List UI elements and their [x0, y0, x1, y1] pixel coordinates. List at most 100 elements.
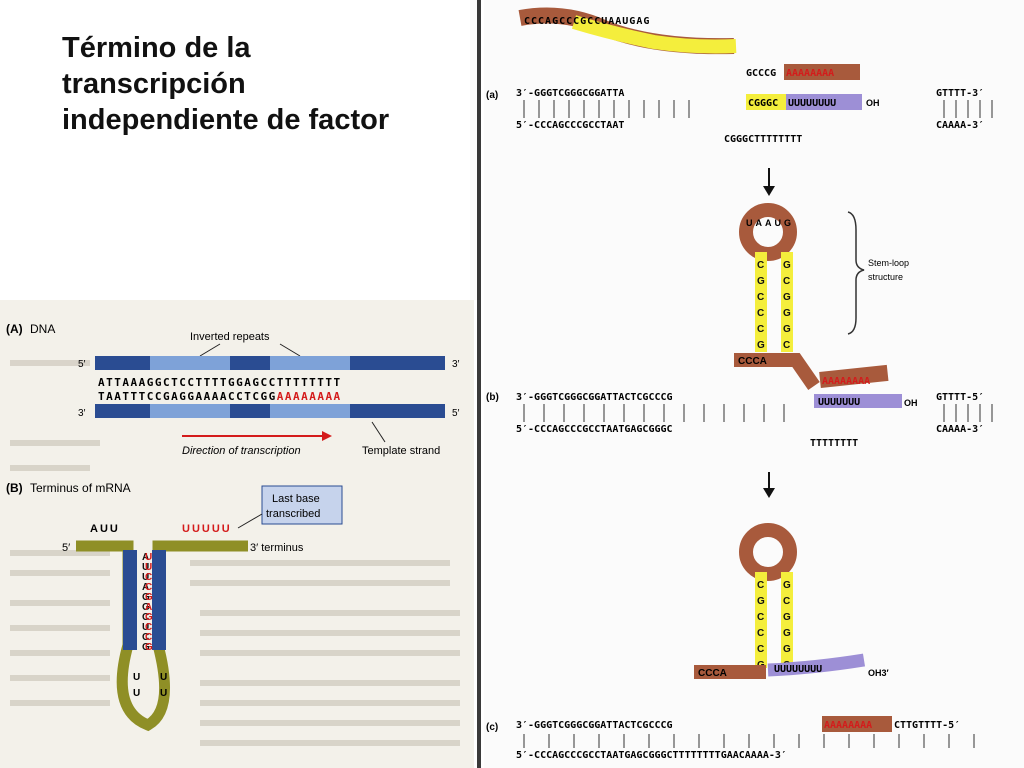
c-stem-right-base: G: [783, 580, 791, 591]
c-stem-right-base: G: [783, 612, 791, 623]
b-stem-right-bases: GCGGGC: [783, 260, 791, 351]
stem-left-base: G: [142, 592, 150, 603]
c-stem-left-base: C: [757, 580, 764, 591]
b-tail-ribbon: [734, 353, 820, 390]
c-top-right: CTTGTTTT-5′: [894, 720, 960, 731]
c-bottom: 5′-CCCAGCCCGCCTAATGAGCGGGCTTTTTTTTGAACAA…: [516, 750, 787, 761]
stem-left-base: A: [142, 582, 149, 593]
a-oh: OH: [866, 98, 880, 108]
stem-right-base: U: [145, 552, 152, 563]
a-hybrid-purple: UUUUUUUU: [788, 98, 836, 109]
a-hybrid-purple-block: [786, 94, 862, 110]
a-top-red: AAAAAAAA: [786, 68, 834, 79]
a-bottom-left: 5′-CCCAGCCCGCCTAAT: [516, 120, 624, 131]
a-hybrid-yellow: CGGGC: [748, 98, 778, 109]
rna-strand-a: CCCAGCCCGCCUAAUGAG: [524, 16, 650, 27]
c-stem-right-base: G: [783, 644, 791, 655]
b-stem-right-base: G: [783, 260, 791, 271]
c-base-pairs: [523, 734, 975, 748]
b-stem-right-band: [781, 252, 793, 352]
arrow-1-head: [763, 186, 775, 196]
b-bottom-mid: TTTTTTTT: [810, 438, 858, 449]
b-stem-left-base: C: [757, 308, 764, 319]
stem-left-backbone: [123, 550, 137, 650]
dna-3-top: 3′: [452, 359, 460, 370]
b-loop: [739, 203, 797, 261]
mrna-5-label: 5′: [62, 542, 70, 554]
mrna-3-label: 3′ terminus: [250, 542, 304, 554]
b-oh: OH: [904, 398, 918, 408]
template-label: Template strand: [362, 445, 440, 457]
stem-left-base: U: [142, 572, 149, 583]
stem-left-base: U: [142, 622, 149, 633]
repeat-block-1: [150, 356, 230, 370]
c-stem-right-base: G: [783, 628, 791, 639]
callout-line2: transcribed: [266, 508, 320, 520]
c-top-red: AAAAAAAA: [824, 720, 872, 731]
background-text: [10, 360, 460, 746]
repeat-block-4: [270, 404, 350, 418]
stem-loop-brace: [847, 211, 865, 335]
c-top-left: 3′-GGGTCGGGCGGATTACTCGCCCG: [516, 720, 673, 731]
b-stem-right-base: G: [783, 308, 791, 319]
dna-5-bottom: 5′: [452, 408, 460, 419]
a-top-mid: GCCCG: [746, 68, 776, 79]
rna-ribbon-yellow: [571, 15, 737, 54]
stem-loop-label2: structure: [868, 272, 903, 282]
stem-right-backbone: [152, 550, 166, 650]
right-textbook-figure: CCCAGCCCGCCUAAUGAG (a) 3′-GGGTCGGGCGGATT…: [484, 0, 1024, 768]
c-purple: UUUUUUUU: [774, 664, 822, 675]
c-oh: OH3′: [868, 668, 889, 678]
c-purple-ribbon: [767, 653, 866, 677]
panel-b-title: Terminus of mRNA: [30, 481, 131, 495]
loop-right-2: U: [160, 688, 167, 699]
b-bottom-left: 5′-CCCAGCCCGCCTAATGAGCGGGC: [516, 424, 673, 435]
dna-5-top: 5′: [78, 359, 86, 370]
b-stem-right-base: G: [783, 292, 791, 303]
repeat-block-2: [270, 356, 350, 370]
stem-left-base: C: [142, 632, 149, 643]
b-stem-left-band: [755, 252, 767, 352]
callout-pointer: [237, 513, 263, 529]
arrow-2-head: [763, 488, 775, 498]
b-tail: CCCA: [738, 356, 767, 367]
dna-top-strand: ATTAAAGGCTCCTTTTGGAGCCTTTTTTTT: [98, 376, 342, 389]
inverted-repeat-pointer-left: [199, 343, 221, 357]
c-tail: CCCA: [698, 668, 727, 679]
stem-right-base: C: [145, 632, 152, 643]
b-stem-right-base: G: [783, 324, 791, 335]
stem-left-base: A: [142, 552, 149, 563]
b-stem-left-bases: CGCCCG: [757, 260, 765, 351]
stem-right-base: G: [145, 592, 153, 603]
stem-right-base: C: [145, 582, 152, 593]
c-stem-left-base: C: [757, 628, 764, 639]
inverted-repeat-pointer-right: [279, 343, 301, 357]
c-top-red-block: [822, 716, 892, 732]
b-top-left: 3′-GGGTCGGGCGGATTACTCGCCCG: [516, 392, 673, 403]
direction-arrowhead: [322, 431, 332, 441]
stem-right-base: A: [145, 602, 152, 613]
label-b: (b): [486, 392, 499, 403]
dna-bottom-black: TAATTTCCGAGGAAAACCTCGG: [98, 390, 277, 403]
stem-right-base: U: [145, 562, 152, 573]
panel-b-label: (B): [6, 481, 23, 495]
mrna-left-bases: AUU: [90, 523, 120, 535]
dna-bottom-strand: TAATTTCCGAGGAAAACCTCGGAAAAAAAA: [98, 390, 342, 403]
panel-divider: [477, 0, 481, 768]
left-textbook-figure: (A) DNA Inverted repeats 5′ 3′ 3′ 5′ ATT…: [0, 300, 474, 768]
stem-right-base: G: [145, 642, 153, 653]
dna-3-bottom: 3′: [78, 408, 86, 419]
c-stem-right-base: C: [783, 596, 790, 607]
c-stem-left-base: C: [757, 644, 764, 655]
panel-a-title: DNA: [30, 322, 55, 336]
b-stem-left-base: G: [757, 276, 765, 287]
stem-left-base: U: [142, 562, 149, 573]
c-stem-right-band: [781, 572, 793, 668]
stem-left-base: G: [142, 642, 150, 653]
loop-right-1: U: [160, 672, 167, 683]
slide-title: Término de la transcripción independient…: [62, 32, 390, 136]
callout-line1: Last base: [272, 493, 320, 505]
a-bottom-right: CAAAA-3′: [936, 120, 984, 131]
right-figure-svg: CCCAGCCCGCCUAAUGAG (a) 3′-GGGTCGGGCGGATT…: [486, 7, 993, 761]
